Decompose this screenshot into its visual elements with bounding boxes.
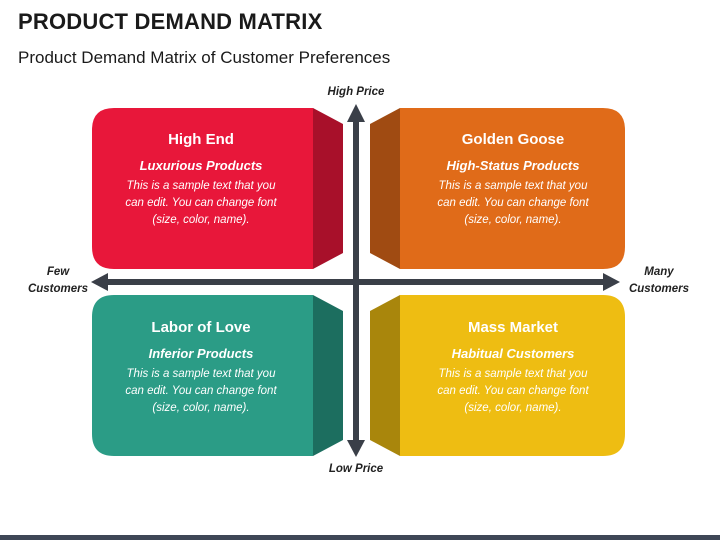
quadrant-mass-market-text: Mass Market Habitual Customers This is a… bbox=[400, 318, 626, 417]
axis-label-low-price: Low Price bbox=[328, 463, 384, 475]
quadrant-subtitle: Habitual Customers bbox=[451, 346, 575, 361]
quadrant-labor-of-love bbox=[92, 295, 343, 456]
axis-label-high-price: High Price bbox=[327, 86, 385, 98]
quadrant-high-end-side bbox=[313, 108, 343, 269]
axis-label-many: Many bbox=[644, 266, 674, 278]
quadrant-subtitle: Luxurious Products bbox=[139, 158, 263, 173]
quadrant-body: This is a sample text that you can edit.… bbox=[125, 368, 277, 414]
axis-label-many-customers: Many Customers bbox=[619, 264, 699, 298]
footer-bar bbox=[0, 535, 720, 540]
quadrant-high-end-text: High End Luxurious Products This is a sa… bbox=[88, 130, 314, 229]
axis-arrow-up-icon bbox=[347, 104, 365, 122]
quadrant-body: This is a sample text that you can edit.… bbox=[437, 368, 589, 414]
quadrant-golden-goose-text: Golden Goose High-Status Products This i… bbox=[400, 130, 626, 229]
quadrant-subtitle: Inferior Products bbox=[148, 346, 254, 361]
quadrant-title: High End bbox=[168, 131, 234, 148]
quadrant-body: This is a sample text that you can edit.… bbox=[437, 180, 589, 226]
axis-label-few-customers-word: Customers bbox=[27, 283, 89, 295]
quadrant-labor-of-love-text: Labor of Love Inferior Products This is … bbox=[88, 318, 314, 417]
page-title: PRODUCT DEMAND MATRIX bbox=[18, 9, 323, 34]
quadrant-title: Mass Market bbox=[467, 319, 559, 336]
axis-arrow-right-icon bbox=[603, 273, 620, 291]
axis-label-few: Few bbox=[46, 266, 70, 278]
quadrant-subtitle: High-Status Products bbox=[446, 158, 580, 173]
quadrant-labor-of-love-side bbox=[313, 295, 343, 456]
axis-label-many-customers-word: Customers bbox=[628, 283, 690, 295]
axis-arrow-left-icon bbox=[91, 273, 108, 291]
quadrant-golden-goose-side bbox=[370, 108, 400, 269]
quadrant-mass-market-side bbox=[370, 295, 400, 456]
quadrant-high-end bbox=[92, 108, 343, 269]
quadrant-mass-market-face bbox=[400, 295, 625, 456]
quadrant-mass-market bbox=[370, 295, 625, 456]
quadrant-high-end-face bbox=[92, 108, 313, 269]
quadrant-golden-goose-face bbox=[400, 108, 625, 269]
axis-label-few-customers: Few Customers bbox=[18, 264, 98, 298]
quadrant-title: Golden Goose bbox=[461, 131, 565, 148]
horizontal-customers-axis bbox=[91, 273, 620, 291]
axis-arrow-down-icon bbox=[347, 440, 365, 457]
quadrant-labor-of-love-face bbox=[92, 295, 313, 456]
quadrant-golden-goose bbox=[370, 108, 625, 269]
page-subtitle: Product Demand Matrix of Customer Prefer… bbox=[18, 48, 391, 67]
quadrant-body: This is a sample text that you can edit.… bbox=[125, 180, 277, 226]
quadrant-title: Labor of Love bbox=[151, 319, 251, 336]
